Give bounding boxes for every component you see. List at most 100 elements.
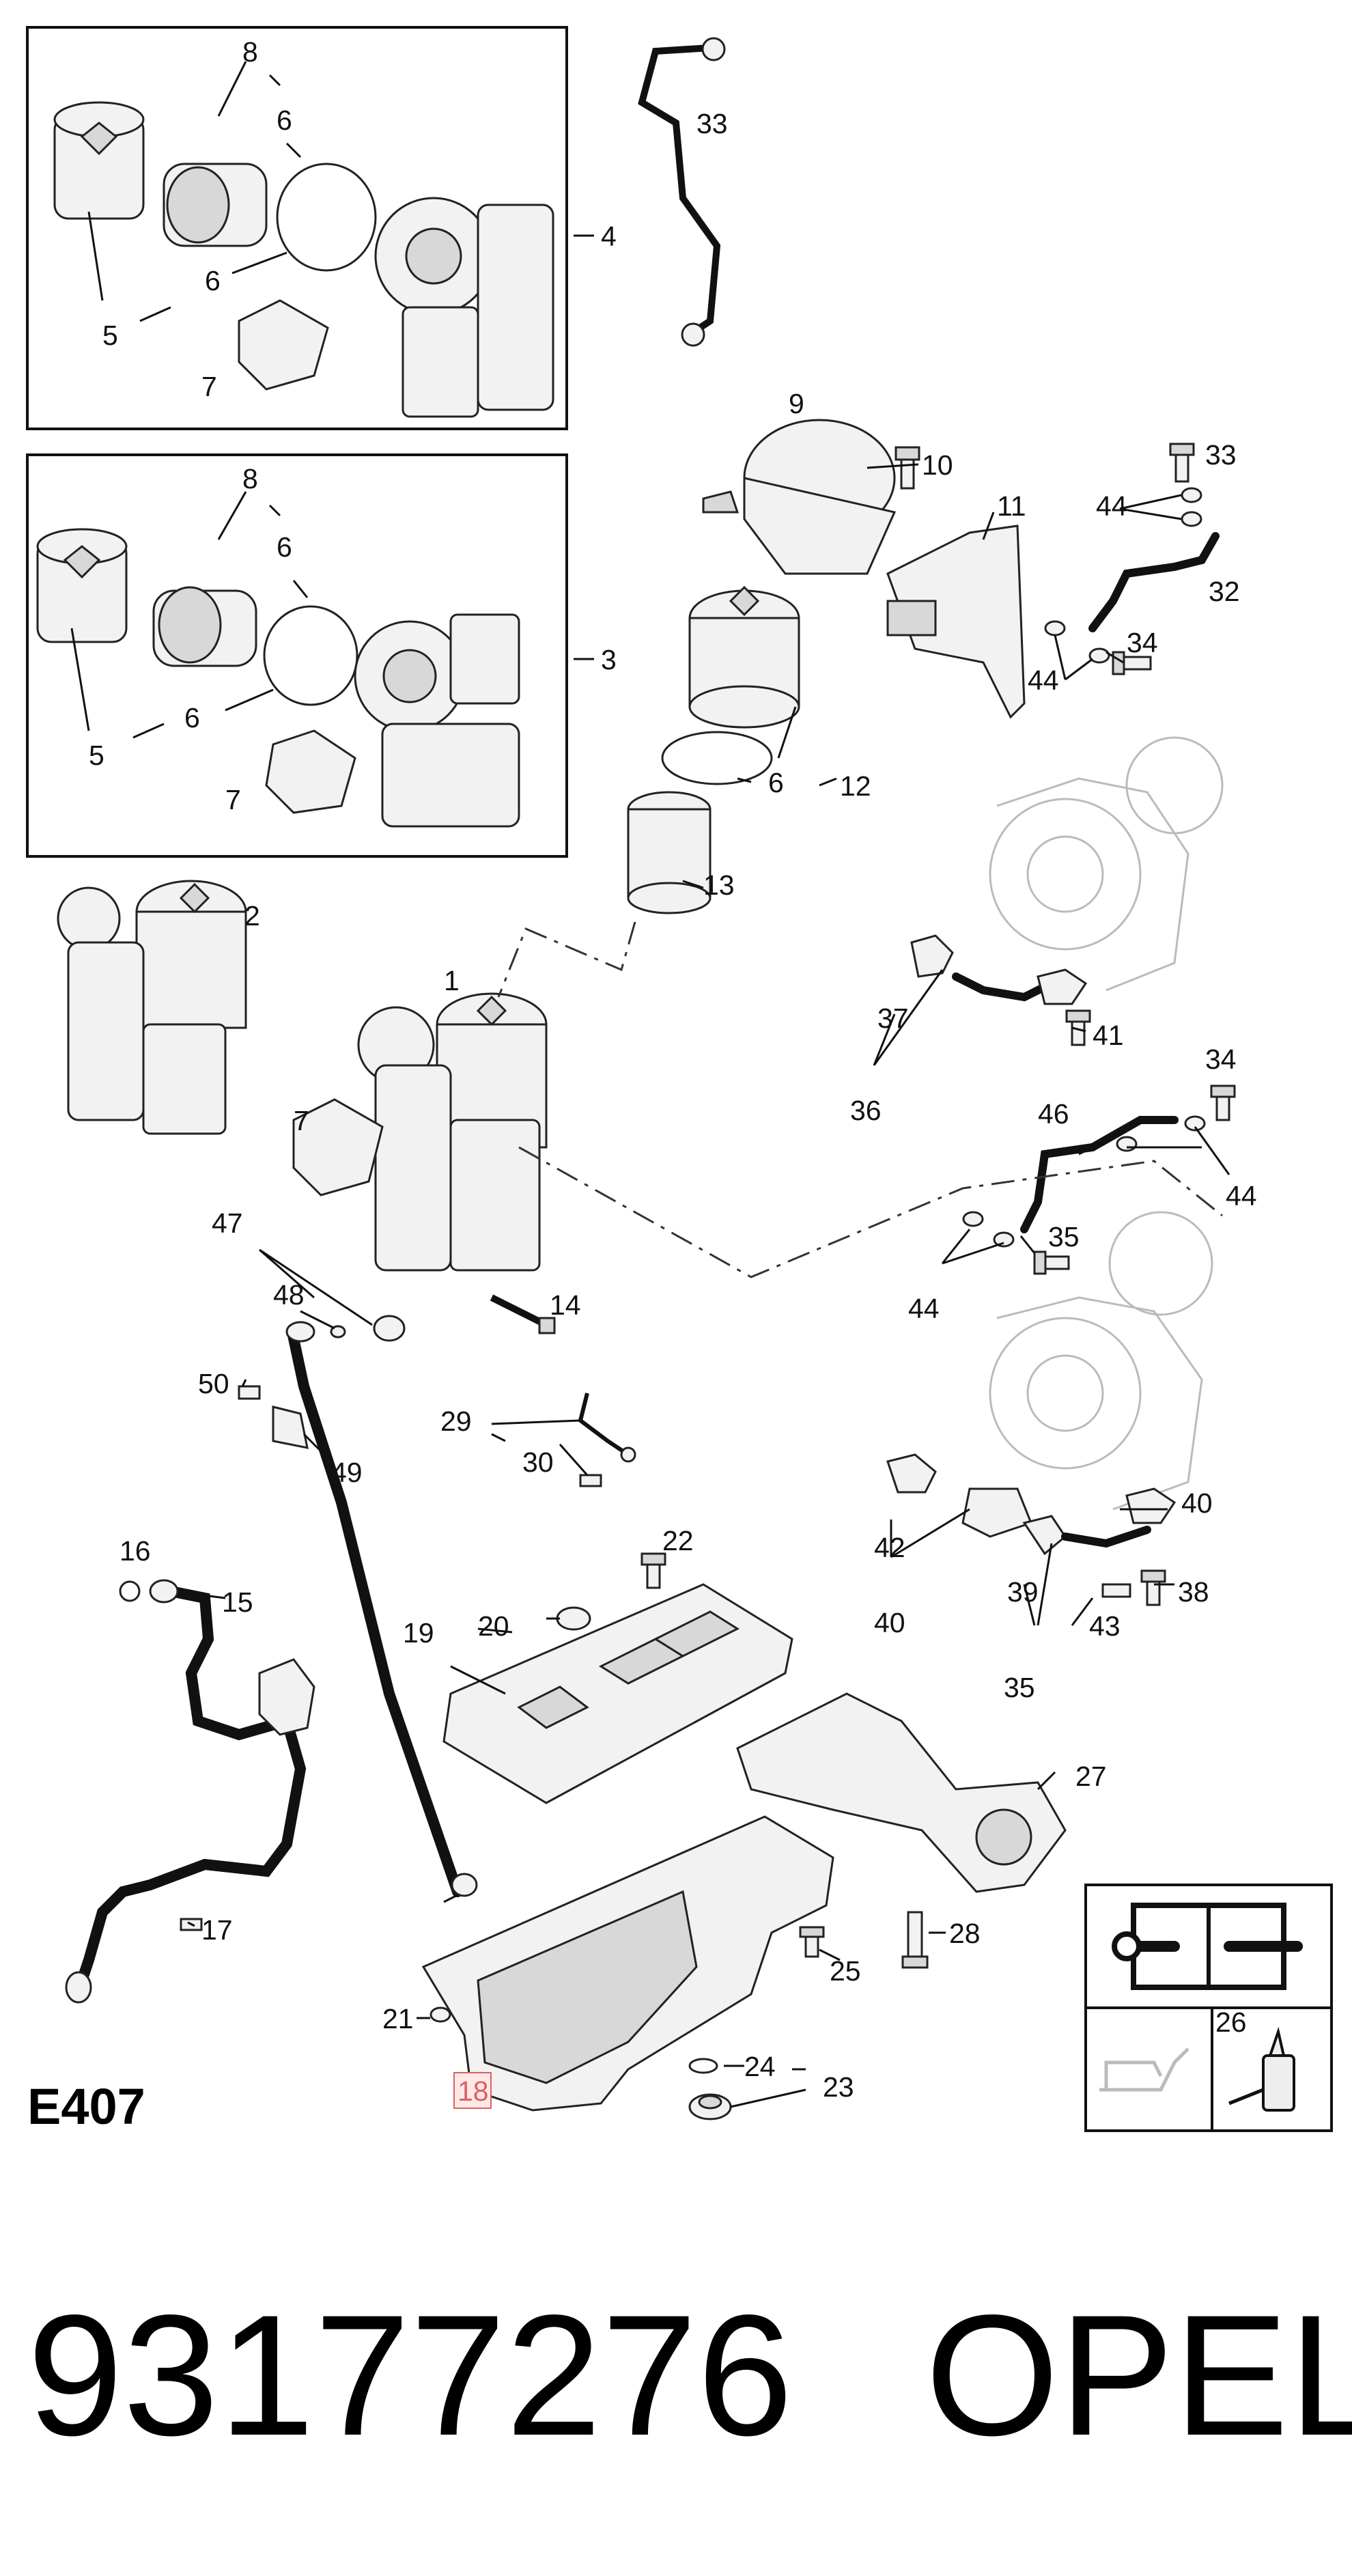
oil-line-45	[1020, 1116, 1179, 1233]
oil-filter-cap-inset3	[36, 528, 128, 643]
bolt-10	[895, 446, 920, 490]
callout-label: 17	[201, 1914, 233, 1946]
callout-label: 40	[874, 1607, 905, 1638]
callout-label: 33	[1205, 439, 1237, 471]
brand-name: OPEL	[925, 2280, 1352, 2472]
callout-label: 6	[277, 104, 292, 136]
oil-filter-element-inset3	[152, 586, 257, 667]
callout-label: 30	[522, 1446, 554, 1478]
part-number: 93177276	[27, 2280, 793, 2472]
callout-label: 41	[1093, 1020, 1124, 1051]
o-ring-16	[119, 1580, 141, 1602]
oil-pipe-41	[886, 1453, 1032, 1538]
callout-label: 21	[382, 2003, 414, 2034]
o-ring-inset3	[263, 605, 358, 706]
callout-label: 14	[550, 1289, 581, 1321]
diagram-code: E407	[27, 2078, 145, 2135]
callout-label: 6	[768, 767, 784, 798]
callout-label: 2	[244, 900, 260, 932]
bolt-33-upper	[1169, 443, 1195, 483]
callout-label: 11	[997, 490, 1026, 522]
washer-44-g	[962, 1211, 984, 1227]
plug-50	[451, 1873, 478, 1897]
callout-label: 39	[1007, 1576, 1039, 1608]
washer-44-e	[1184, 1115, 1206, 1132]
callout-label: 36	[850, 1095, 882, 1126]
callout-label: 34	[1205, 1044, 1237, 1075]
baffle-plate-19-slots	[517, 1610, 740, 1729]
highlight-18-box	[453, 2072, 492, 2109]
gasket-inset4	[238, 299, 329, 391]
callout-label: 6	[184, 702, 200, 733]
clip-29	[578, 1392, 636, 1463]
callout-label: 4	[601, 221, 617, 252]
pipe-32-fitting-bottom	[681, 322, 705, 347]
callout-label: 1	[444, 965, 460, 996]
washer-44-b	[1181, 511, 1202, 527]
callout-label: 37	[877, 1003, 909, 1034]
callout-label: 7	[225, 784, 241, 815]
callout-label: 15	[222, 1586, 253, 1618]
washer-44-a	[1181, 487, 1202, 503]
inset-frame-4	[26, 26, 568, 430]
callout-label: 48	[273, 1279, 305, 1311]
oil-filter-housing-inset4	[374, 197, 554, 418]
bolt-22	[640, 1552, 666, 1589]
callout-label: 16	[119, 1535, 151, 1567]
pipe-32-fitting-top	[701, 37, 726, 61]
cap-20	[556, 1606, 591, 1631]
pipe-32	[638, 44, 721, 338]
bolt-49	[238, 1385, 261, 1400]
callout-label: 44	[1096, 490, 1127, 522]
oil-pipe-35	[910, 934, 1088, 1005]
callout-label: 35	[1004, 1672, 1035, 1703]
leader-lines	[70, 61, 1230, 2108]
turbocharger-lower-ghost	[989, 1211, 1213, 1511]
bolt-25	[799, 1926, 825, 1958]
washer-44-f	[1116, 1136, 1138, 1152]
bolt-34-lower	[1033, 1250, 1070, 1275]
washer-44-d	[1088, 647, 1110, 664]
oil-filter-element-inset4	[163, 163, 268, 247]
callout-label: 13	[703, 869, 735, 901]
callout-label: 44	[908, 1293, 940, 1324]
callout-label: 8	[242, 463, 258, 494]
callout-label: 5	[89, 740, 104, 771]
callout-label: 40	[1181, 1487, 1213, 1519]
washer-44-c	[1044, 620, 1066, 636]
oil-filter-housing-1	[357, 992, 548, 1272]
oil-line-31	[1088, 532, 1220, 632]
o-ring-inset4	[276, 163, 377, 272]
bolt-40-upper	[1065, 1009, 1091, 1046]
turbocharger-upper-ghost	[989, 736, 1224, 992]
callout-label: 33	[696, 108, 728, 139]
inset-frame-3	[26, 453, 568, 858]
callout-label: 10	[922, 449, 953, 481]
bolt-33-lower	[1210, 1084, 1236, 1121]
callout-label: 49	[331, 1457, 363, 1488]
callout-label: 34	[1127, 627, 1158, 658]
callout-label: 8	[242, 36, 258, 68]
callout-label: 9	[789, 388, 804, 419]
filter-module-9	[702, 419, 897, 575]
callout-label: 26	[1215, 2006, 1247, 2038]
dipstick-tube-48-top	[285, 1321, 315, 1343]
callout-label: 44	[1028, 664, 1059, 696]
callout-label: 22	[662, 1525, 694, 1556]
gasket-inset3	[265, 729, 356, 814]
pipe-15-flange	[258, 1658, 315, 1736]
callout-label: 3	[601, 644, 617, 675]
filter-cap-12	[688, 585, 800, 729]
dipstick-tube-48	[287, 1326, 463, 1897]
oil-return-pipe-15	[76, 1586, 307, 1986]
bolt-30	[579, 1474, 602, 1487]
callout-label: 44	[1226, 1180, 1257, 1212]
callout-label: 42	[874, 1532, 905, 1563]
callout-label: 29	[440, 1405, 472, 1437]
gasket-7-main	[292, 1098, 384, 1196]
callout-label: 28	[949, 1918, 981, 1949]
callout-label: 25	[830, 1955, 861, 1987]
pipe-15-inlet	[149, 1579, 179, 1604]
bracket-11	[886, 524, 1026, 719]
callout-label: 27	[1075, 1761, 1107, 1792]
